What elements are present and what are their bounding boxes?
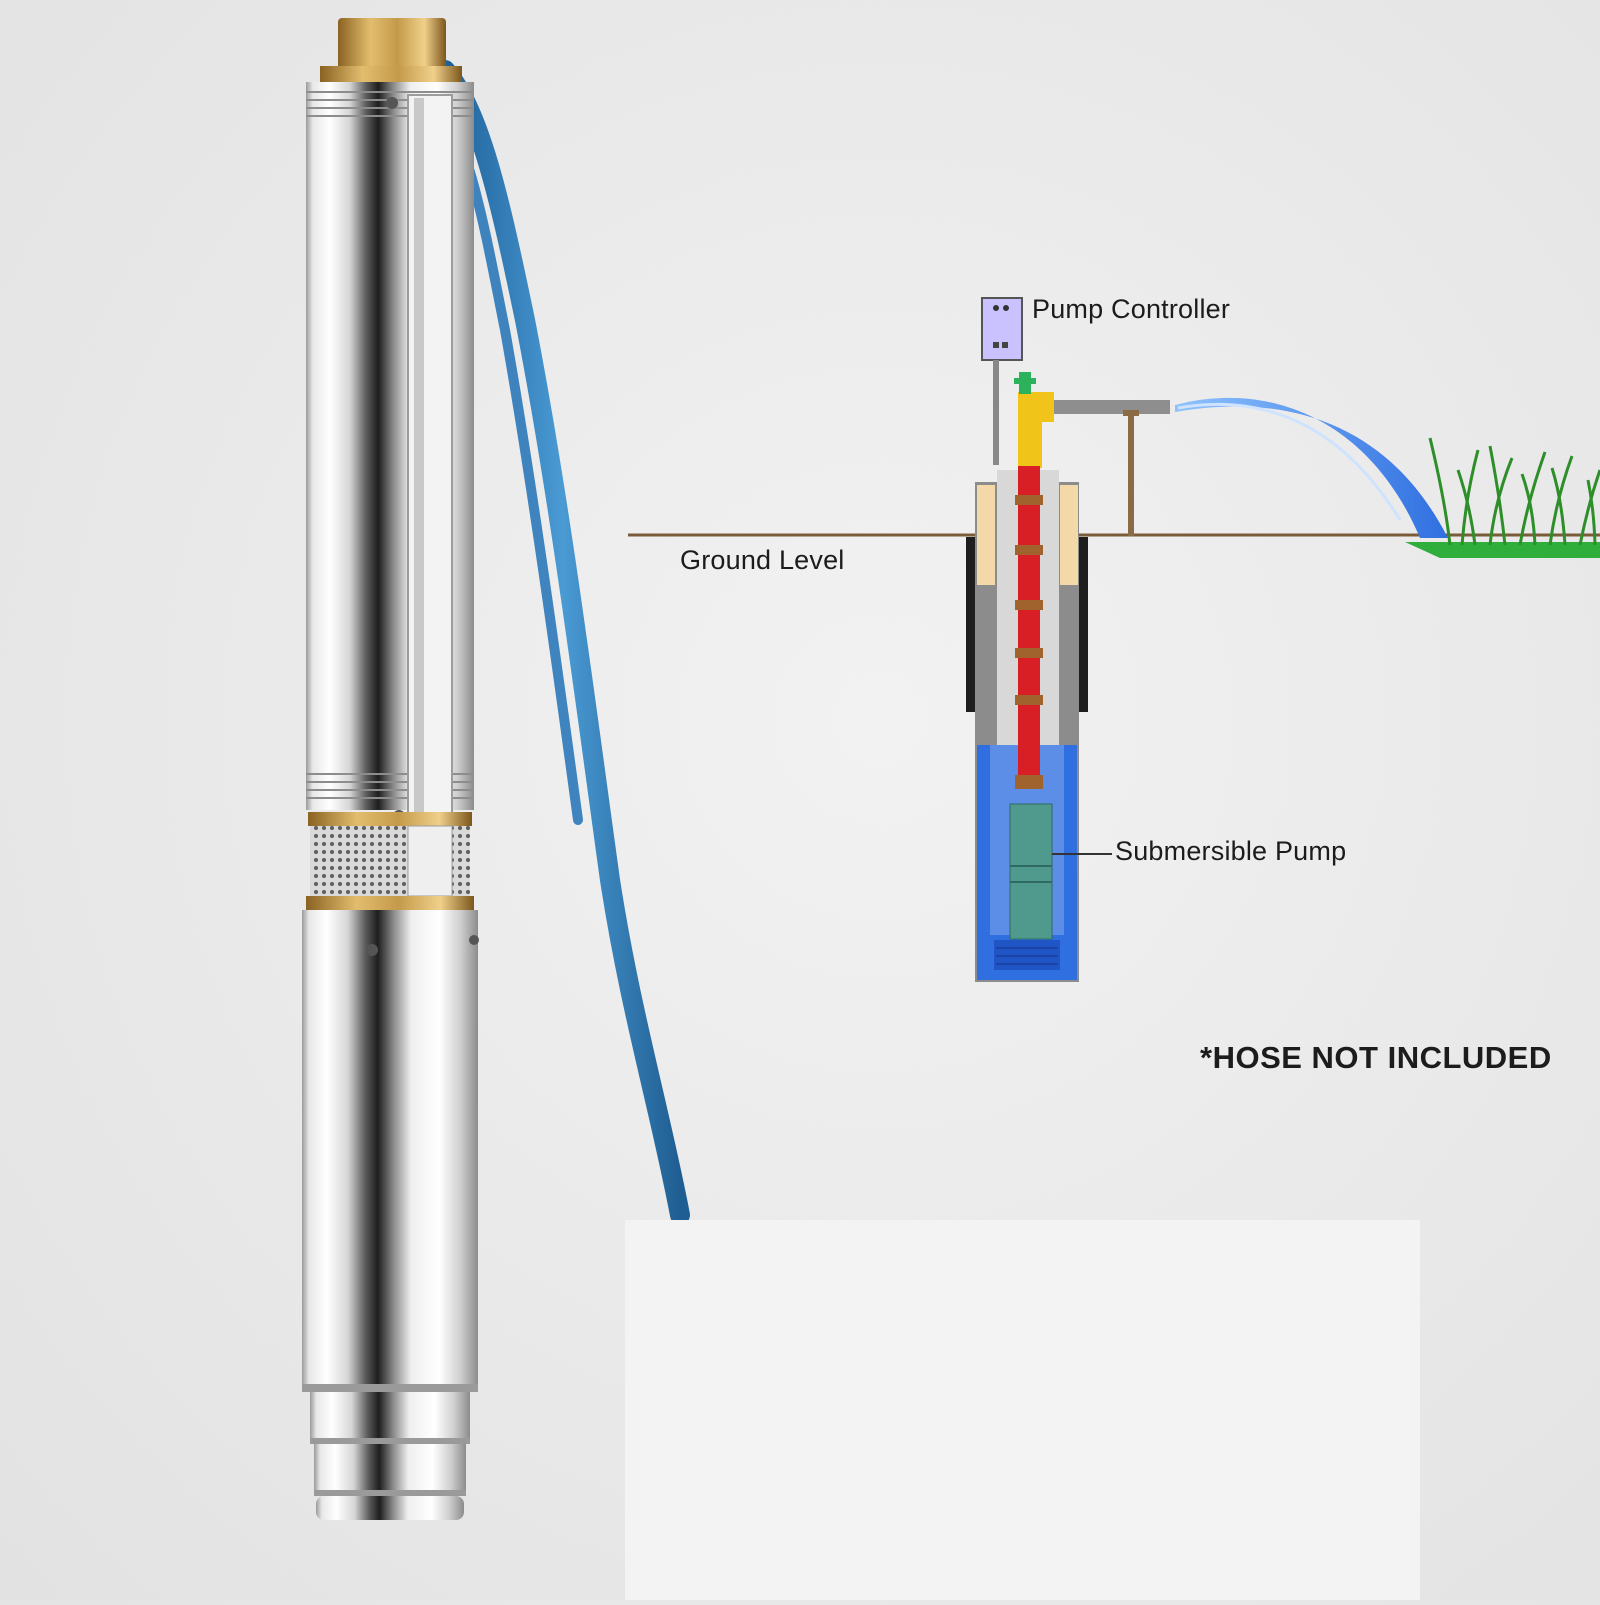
hose-not-included-note: *HOSE NOT INCLUDED xyxy=(1200,1040,1552,1075)
riser-pipe xyxy=(1018,466,1040,776)
brass-outlet xyxy=(338,18,446,74)
power-cable xyxy=(435,60,690,1225)
lawn xyxy=(1405,542,1600,558)
grass-icon xyxy=(1428,437,1600,546)
blank-panel xyxy=(625,1220,1420,1600)
water-spray xyxy=(1175,397,1448,538)
pump-controller-label: Pump Controller xyxy=(1032,294,1231,324)
submersible-pump-label: Submersible Pump xyxy=(1115,836,1347,866)
control-box-icon xyxy=(981,297,1023,361)
diagram-pump xyxy=(1009,803,1053,940)
motor-body xyxy=(302,910,478,1384)
pump-product xyxy=(302,18,690,1520)
ground-level-label: Ground Level xyxy=(680,545,845,575)
installation-diagram xyxy=(628,297,1600,982)
